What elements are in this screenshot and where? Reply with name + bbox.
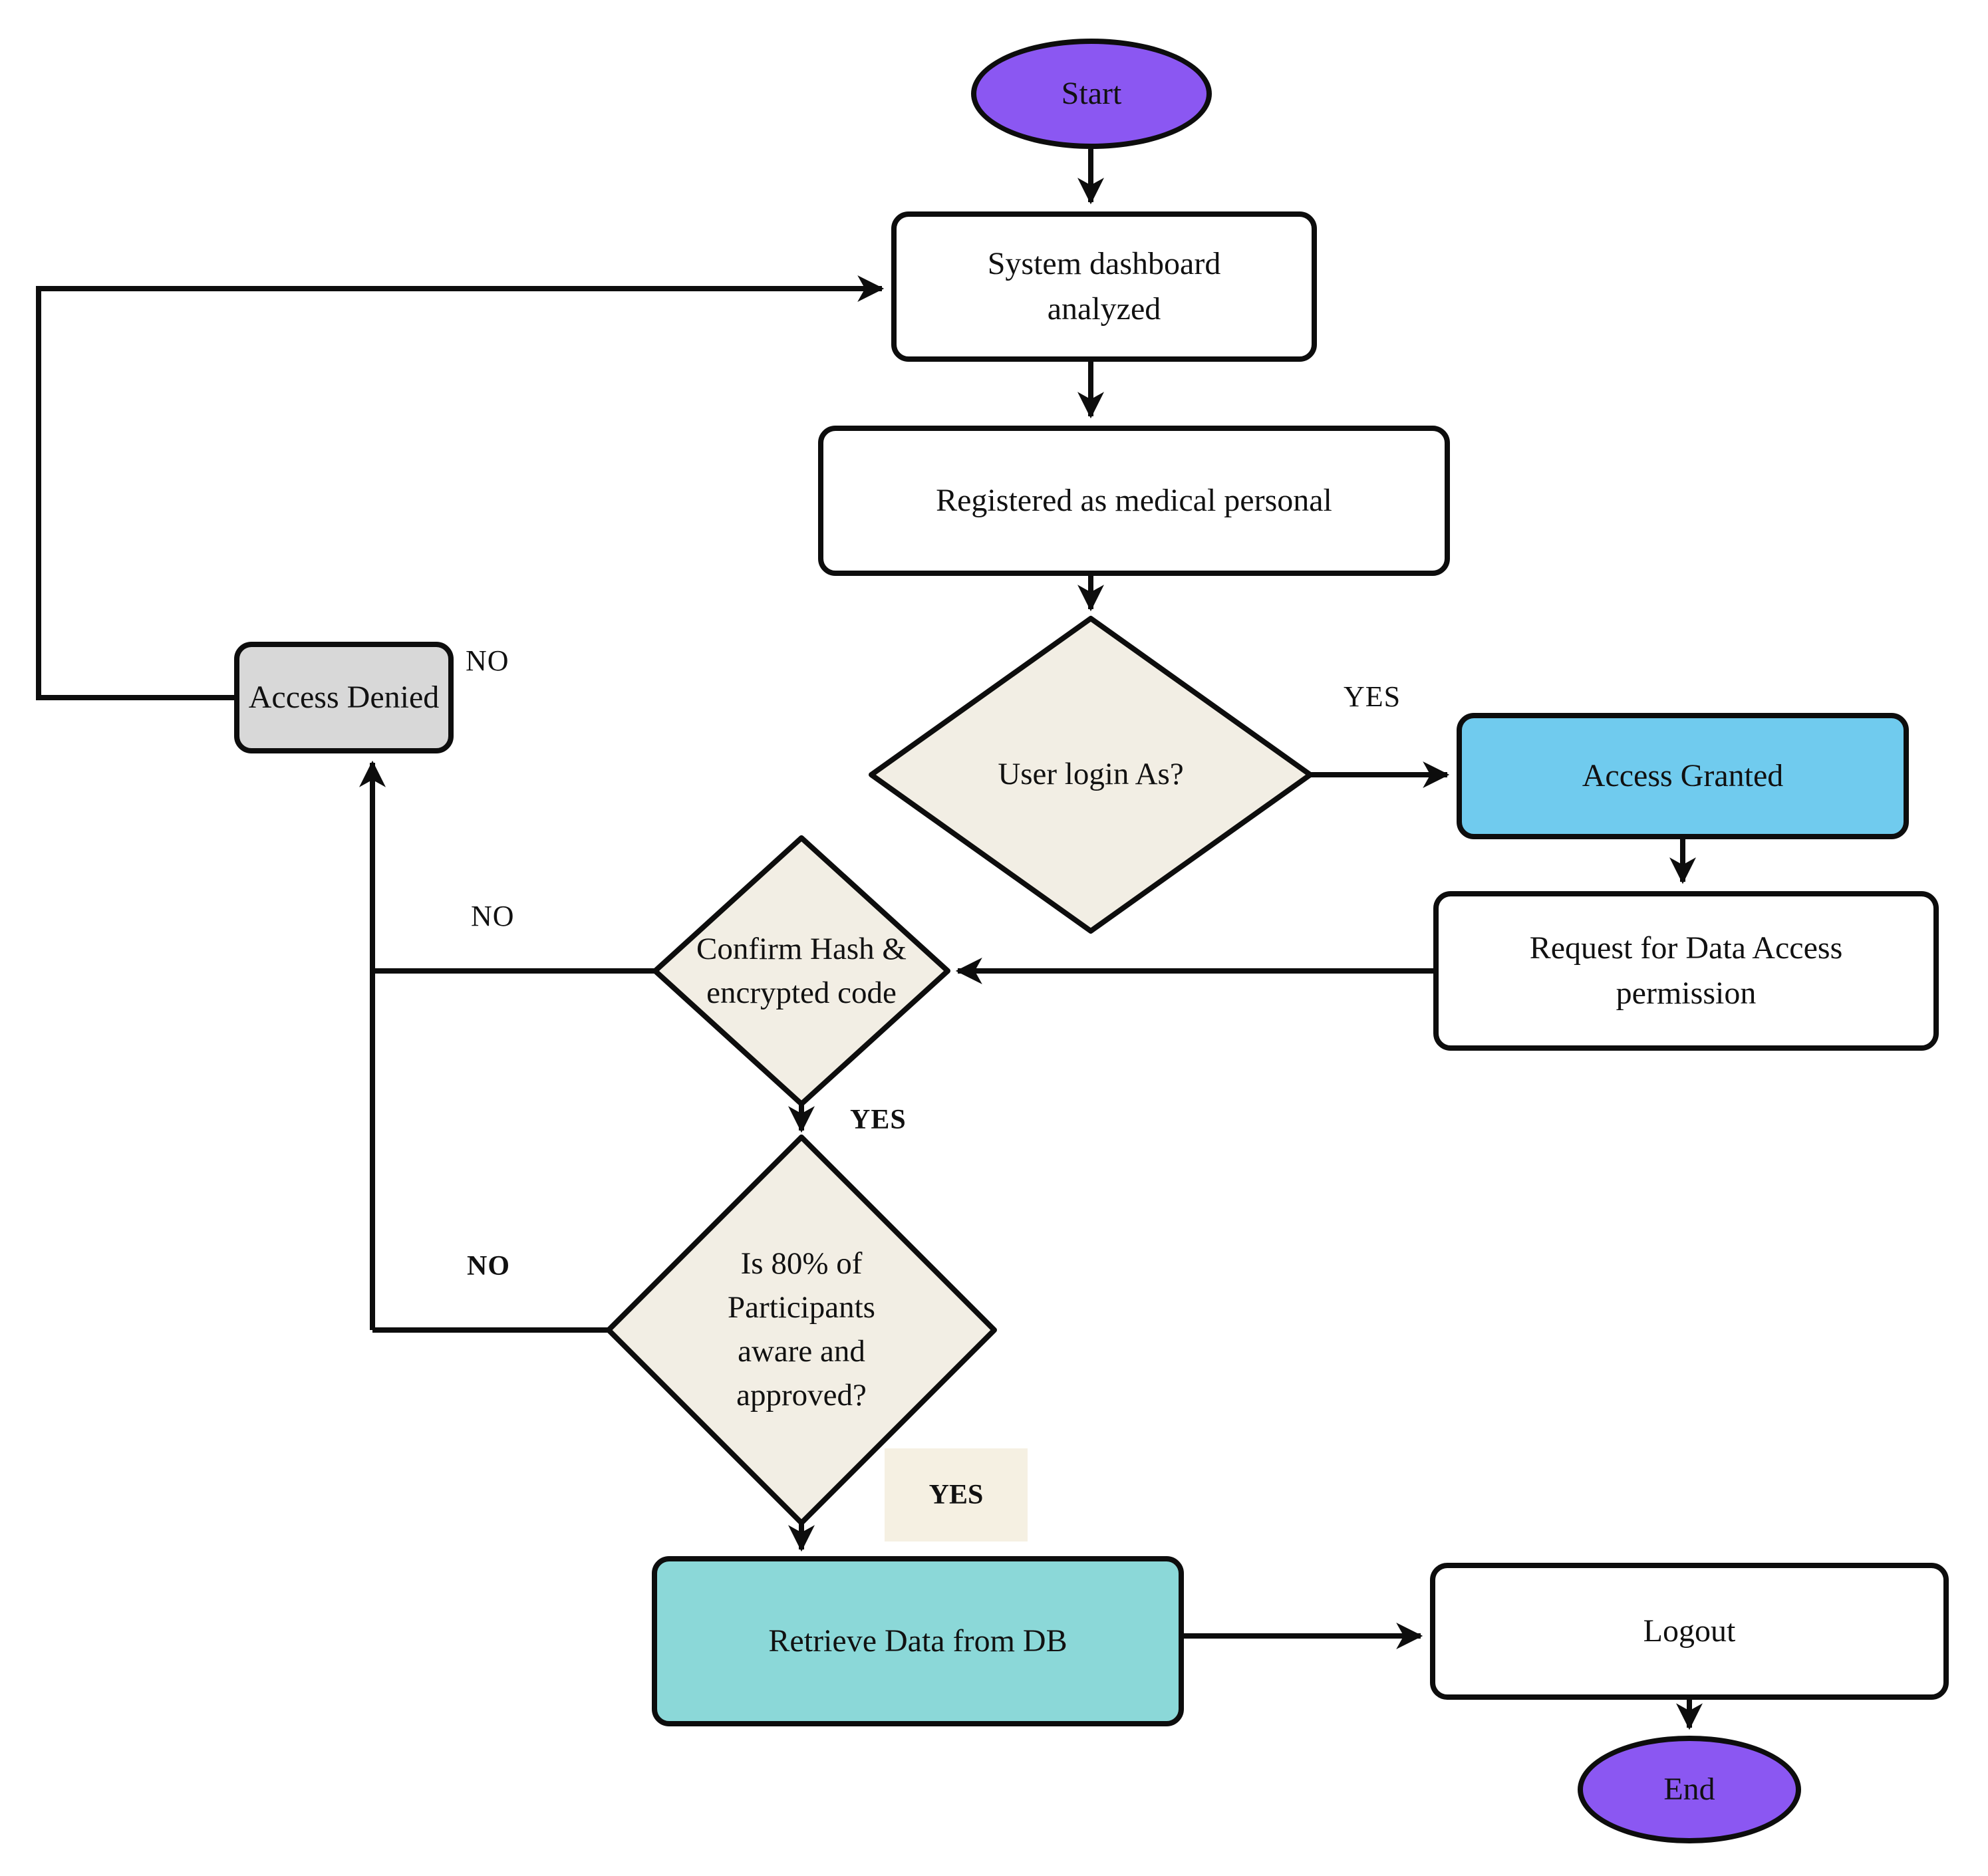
logout-box: Logout [1430, 1563, 1949, 1700]
yes-chip-label: YES [928, 1480, 984, 1510]
decision-user-login [869, 616, 1313, 934]
retrieve-data-label: Retrieve Data from DB [768, 1623, 1067, 1659]
no-label-participants: NO [467, 1251, 510, 1281]
retrieve-data-box: Retrieve Data from DB [652, 1556, 1184, 1726]
confirm-hash-decision-label: Confirm Hash & encrypted code [696, 932, 907, 1010]
yes-chip-retrieve: YES [885, 1448, 1028, 1541]
request-data-access-label: Request for Data Access permission [1529, 930, 1843, 1011]
registered-medical-box: Registered as medical personal [818, 426, 1450, 576]
yes-label-login-granted: YES [1344, 680, 1401, 713]
yes-label-confirm-pct: YES [850, 1105, 907, 1135]
end-label: End [1663, 1771, 1715, 1807]
access-granted-box: Access Granted [1457, 713, 1909, 839]
access-granted-label: Access Granted [1582, 757, 1784, 793]
start-terminator: Start [971, 39, 1212, 149]
user-login-decision-label: User login As? [998, 757, 1184, 792]
registered-medical-label: Registered as medical personal [936, 482, 1332, 518]
system-dashboard-box: System dashboard analyzed [891, 211, 1317, 362]
start-label: Start [1061, 75, 1122, 111]
request-data-access-box: Request for Data Access permission [1433, 891, 1939, 1051]
access-denied-box: Access Denied [234, 642, 454, 753]
system-dashboard-label: System dashboard analyzed [987, 245, 1221, 327]
no-label-access-denied: NO [466, 644, 509, 677]
participants-approved-decision-label: Is 80% of Participants aware and approve… [728, 1246, 875, 1412]
edge-denied-sysdash-loop [36, 275, 885, 700]
end-terminator: End [1578, 1736, 1801, 1843]
access-denied-label: Access Denied [248, 679, 440, 715]
no-label-confirm-hash: NO [471, 900, 515, 932]
logout-label: Logout [1643, 1613, 1736, 1649]
